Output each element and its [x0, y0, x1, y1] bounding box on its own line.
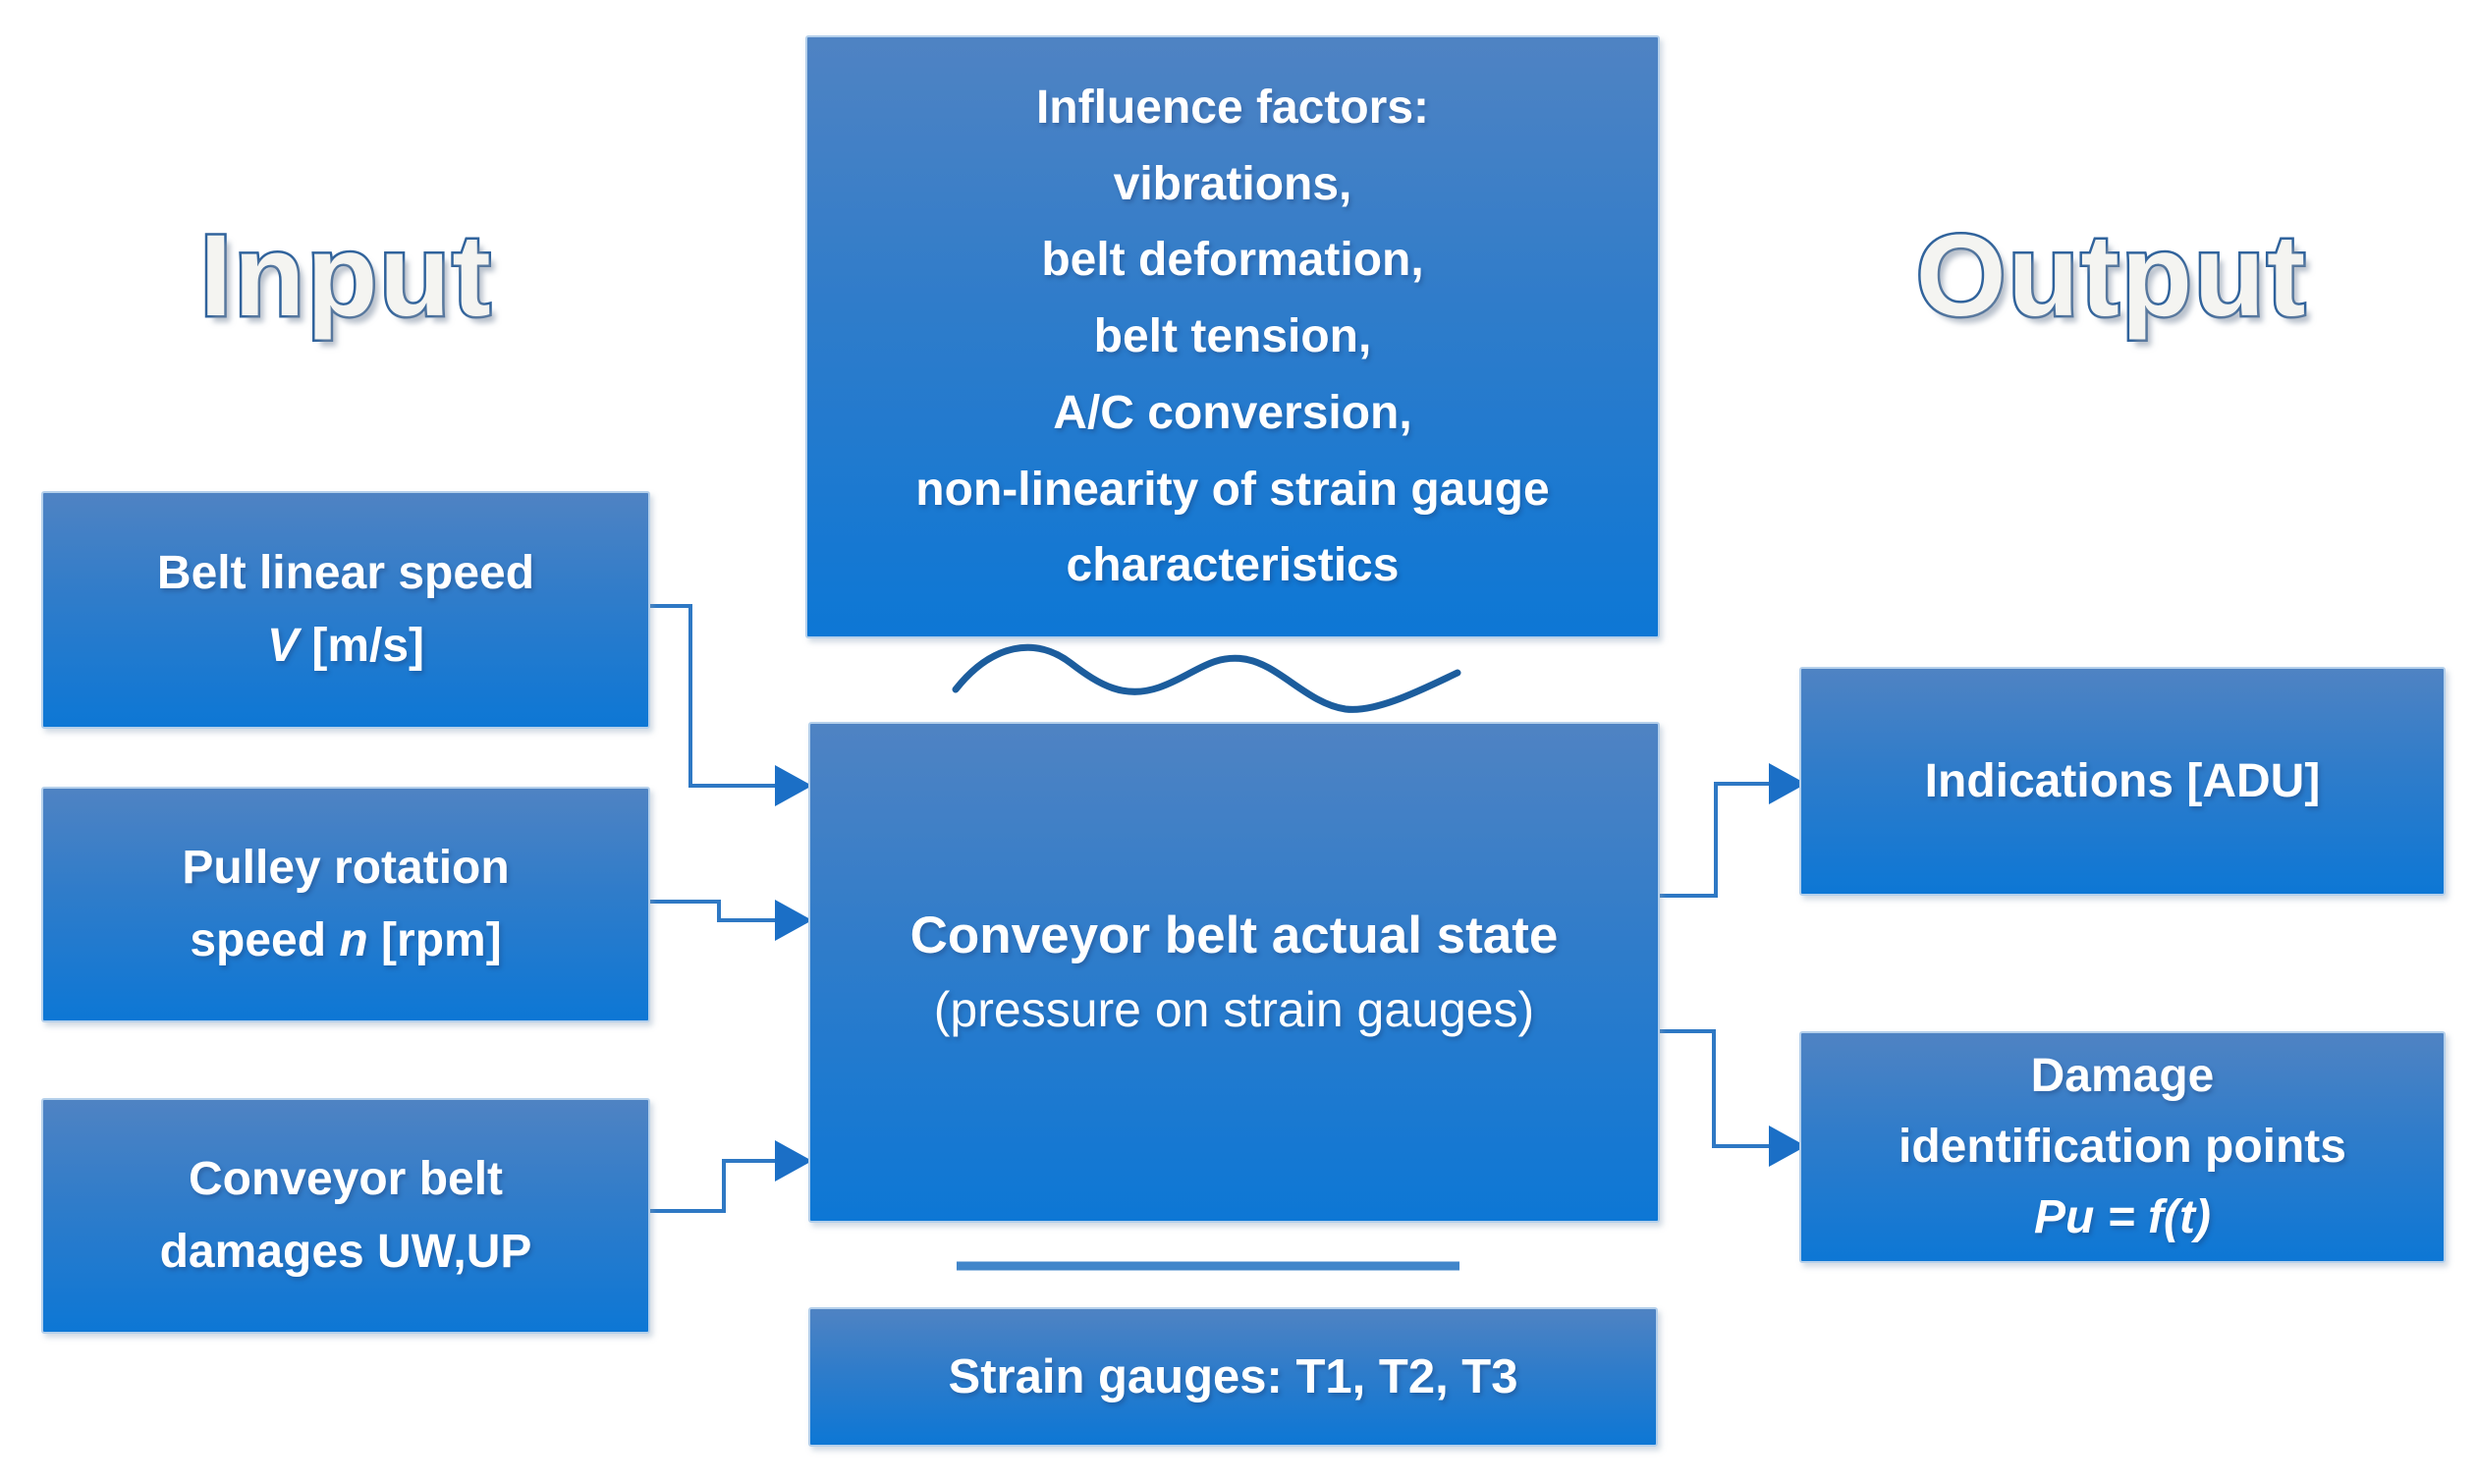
- influence-line: non-linearity of strain gauge: [915, 463, 1550, 516]
- belt-speed-line2: V [m/s]: [267, 610, 424, 683]
- influence-line: belt tension,: [1093, 310, 1372, 363]
- damage-points-formula: Pu = f(t): [2034, 1191, 2211, 1243]
- influence-line: vibrations,: [1113, 157, 1352, 210]
- input-box-belt-speed: Belt linear speed V [m/s]: [41, 491, 650, 729]
- arrow-pulley-speed-line: [650, 900, 779, 922]
- damages-line2: damages UW,UP: [159, 1226, 532, 1278]
- indications-label: Indications [ADU]: [1924, 754, 2321, 807]
- squiggle-line: [952, 643, 1461, 713]
- arrow-pulley-speed-head: [775, 900, 812, 941]
- influence-line: belt deformation,: [1041, 234, 1424, 287]
- arrow-damages-line: [650, 1159, 779, 1213]
- influence-line: Influence factors:: [1035, 81, 1430, 134]
- belt-speed-symbol: V: [266, 620, 299, 672]
- pulley-speed-line1: Pulley rotation: [182, 841, 510, 894]
- pulley-speed-unit: [rpm]: [367, 914, 502, 966]
- arrow-damage-points-line: [1660, 1029, 1773, 1148]
- influence-factors-box: Influence factors: vibrations, belt defo…: [805, 35, 1660, 638]
- damage-points-line2: identification points: [1898, 1121, 2346, 1173]
- arrow-belt-speed-head: [775, 765, 812, 806]
- output-box-indications: Indications [ADU]: [1799, 667, 2446, 896]
- influence-line: characteristics: [1066, 539, 1400, 592]
- belt-actual-state-box: Conveyor belt actual state (pressure on …: [808, 722, 1660, 1223]
- arrow-belt-speed-line: [650, 604, 779, 788]
- influence-line: A/C conversion,: [1053, 386, 1412, 439]
- belt-speed-unit: [m/s]: [299, 620, 425, 672]
- state-box-title: Conveyor belt actual state: [909, 907, 1559, 965]
- pulley-speed-pre: speed: [190, 914, 340, 966]
- state-box-subtitle: (pressure on strain gauges): [933, 982, 1535, 1038]
- output-box-damage-points: Damage identification points Pu = f(t): [1799, 1031, 2446, 1263]
- damages-line1: Conveyor belt: [188, 1152, 504, 1205]
- pulley-speed-symbol: n: [339, 914, 368, 966]
- arrow-indications-line: [1660, 782, 1773, 898]
- belt-speed-line1: Belt linear speed: [156, 546, 535, 599]
- output-title: Output: [1913, 211, 2308, 341]
- arrow-damages-head: [775, 1140, 812, 1182]
- pulley-speed-line2: speed n [rpm]: [190, 905, 501, 977]
- input-box-pulley-speed: Pulley rotation speed n [rpm]: [41, 787, 650, 1022]
- strain-gauges-box: Strain gauges: T1, T2, T3: [808, 1307, 1658, 1447]
- input-box-damages: Conveyor belt damages UW,UP: [41, 1098, 650, 1334]
- input-title: Input: [197, 211, 493, 341]
- strain-gauges-label: Strain gauges: T1, T2, T3: [948, 1350, 1518, 1403]
- damage-points-line1: Damage: [2030, 1050, 2215, 1102]
